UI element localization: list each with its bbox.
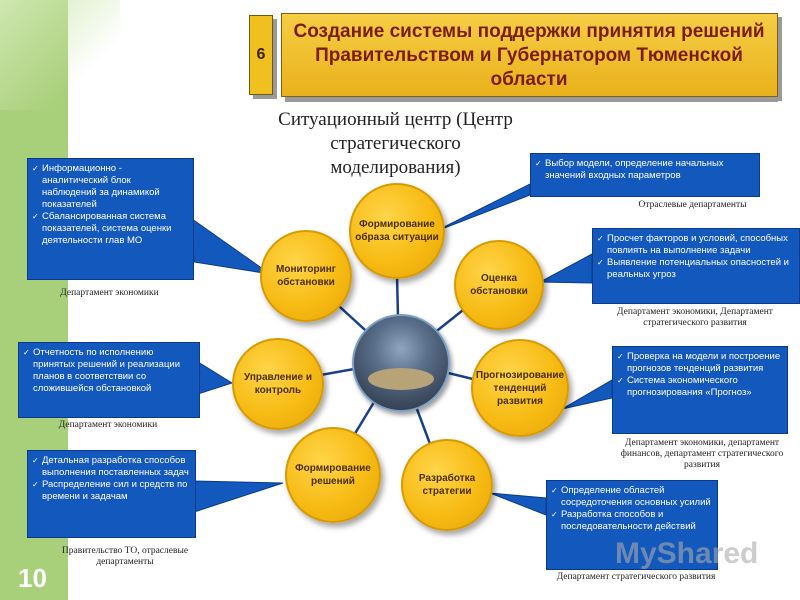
box-formation-item: Выбор модели, определение начальных знач… [535,158,753,182]
box-strategy-item: Разработка способов и последовательности… [551,509,711,533]
node-decisions: Формирование решений [285,427,381,523]
photo-table-shape [368,368,434,390]
box-decisions-item: Детальная разработка способов выполнения… [32,455,189,479]
slide-page-number: 10 [18,563,47,593]
box-forecasting-item: Система экономического прогнозирования «… [617,375,781,399]
box-control-item: Отчетность по исполнению принятых решени… [23,347,193,395]
box-forecasting-item: Проверка на модели и построение прогнозо… [617,351,781,375]
box-decisions: Детальная разработка способов выполнения… [27,450,196,538]
pointer-strategy [489,492,547,516]
diagram-subtitle: Ситуационный центр (Центр стратегическог… [278,109,513,178]
dept-forecasting: Департамент экономики, департамент финан… [620,438,784,470]
situation-room-photo [352,314,450,412]
box-assessment-item: Просчет факторов и условий, способных по… [597,233,793,257]
title-banner: Создание системы поддержки принятия реше… [281,13,778,97]
node-strategy: Разработка стратегии [401,439,493,531]
pointer-monitoring [191,218,271,275]
dept-control: Департамент экономики [58,420,158,430]
dept-assessment: Департамент экономики, Департамент страт… [617,307,773,328]
section-number-badge: 6 [249,15,273,95]
box-strategy: Определение областей сосредоточения осно… [546,480,718,570]
node-forecasting: Прогнозирование тенденций развития [471,339,569,437]
dept-formation-image: Отраслевые департаменты [638,200,747,210]
dept-monitoring: Департамент экономики [60,288,159,298]
box-monitoring: Информационно - аналитический блок наблю… [27,158,194,280]
pointer-forecasting [561,379,613,410]
node-formation-image: Формирование образа ситуации [349,183,445,279]
node-monitoring: Мониторинг обстановки [260,230,352,322]
pointer-control [197,361,234,395]
slide-title: Создание системы поддержки принятия реше… [293,21,765,90]
dept-decisions: Правительство ТО, отраслевые департамент… [61,546,189,567]
box-forecasting: Проверка на модели и построение прогнозо… [612,346,788,434]
corner-gradient [0,0,120,110]
title-divider [285,101,778,102]
watermark-text: MyShared [615,537,759,570]
pointer-decisions [193,480,284,513]
box-assessment-item: Выявление потенциальных опасностей и реа… [597,257,793,281]
box-assessment: Просчет факторов и условий, способных по… [592,228,800,304]
box-strategy-item: Определение областей сосредоточения осно… [551,485,711,509]
dept-strategy: Департамент стратегического развития [556,572,716,582]
box-formation-image: Выбор модели, определение начальных знач… [530,153,760,197]
node-control: Управление и контроль [232,338,324,430]
box-monitoring-item: Сбалансированная система показателей, си… [32,211,187,247]
box-decisions-item: Распределение сил и средств по времени и… [32,479,189,503]
pointer-assessment [538,253,593,284]
pointer-formation [433,183,531,233]
node-assessment: Оценка обстановки [454,240,544,330]
box-control: Отчетность по исполнению принятых решени… [18,342,200,418]
box-monitoring-item: Информационно - аналитический блок наблю… [32,163,187,211]
